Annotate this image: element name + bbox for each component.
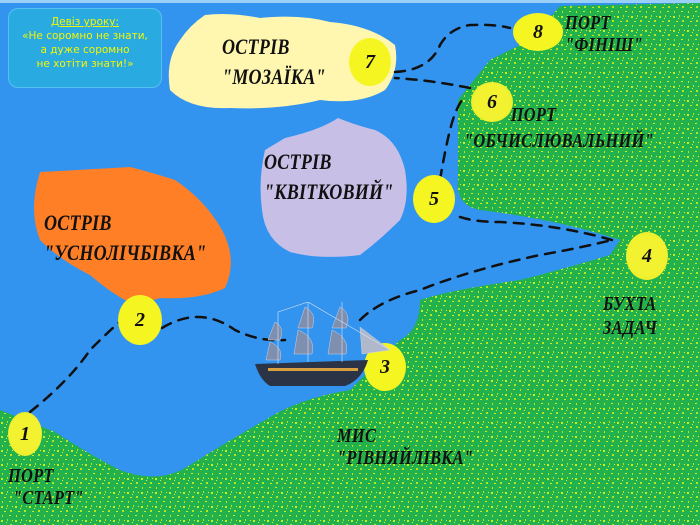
stop-marker-4[interactable]: 4 — [626, 232, 668, 280]
stop-label-rivniailivka: МИС "РІВНЯЙЛІВКА" — [337, 425, 474, 469]
stop-marker-7[interactable]: 7 — [349, 38, 391, 86]
motto-line: а дуже соромно — [40, 44, 130, 56]
stop-marker-5[interactable]: 5 — [413, 175, 455, 223]
stop-marker-1[interactable]: 1 — [8, 412, 42, 456]
route-4-5 — [453, 213, 614, 242]
stop-marker-2[interactable]: 2 — [118, 295, 162, 345]
stop-marker-8[interactable]: 8 — [513, 13, 563, 51]
sailing-ship-icon[interactable] — [250, 302, 400, 388]
motto-line: не хотіти знати!» — [36, 58, 134, 70]
island-usnolichbivka — [34, 167, 231, 303]
route-3-4 — [358, 238, 614, 322]
route-1-2 — [28, 318, 124, 414]
stop-label-obchysliuvalnyi: ПОРТ "ОБЧИСЛЮВАЛЬНИЙ" — [464, 104, 654, 152]
route-6-7 — [393, 76, 472, 90]
lesson-motto: Девіз уроку: «Не соромно не знати, а дуж… — [8, 8, 162, 88]
motto-line: «Не соромно не знати, — [22, 30, 148, 42]
route-7-8 — [393, 23, 512, 74]
stop-marker-6[interactable]: 6 — [471, 82, 513, 122]
island-mozaika — [168, 14, 397, 109]
stop-label-bukhta: БУХТА ЗАДАЧ — [603, 293, 658, 339]
stop-label-kvitkovyi: ОСТРІВ "КВІТКОВИЙ" — [264, 149, 394, 204]
island-kvitkovyi — [260, 118, 407, 257]
stop-label-mozaika: ОСТРІВ "МОЗАЇКА" — [222, 34, 326, 89]
mainland — [0, 3, 700, 525]
stop-label-usnolichbivka: ОСТРІВ "УСНОЛІЧБІВКА" — [44, 210, 207, 265]
stop-label-finish: ПОРТ "ФІНІШ" — [565, 12, 643, 56]
stop-label-start: ПОРТ "СТАРТ" — [8, 465, 84, 509]
route-5-6 — [438, 98, 464, 182]
motto-title: Девіз уроку: — [50, 16, 120, 28]
